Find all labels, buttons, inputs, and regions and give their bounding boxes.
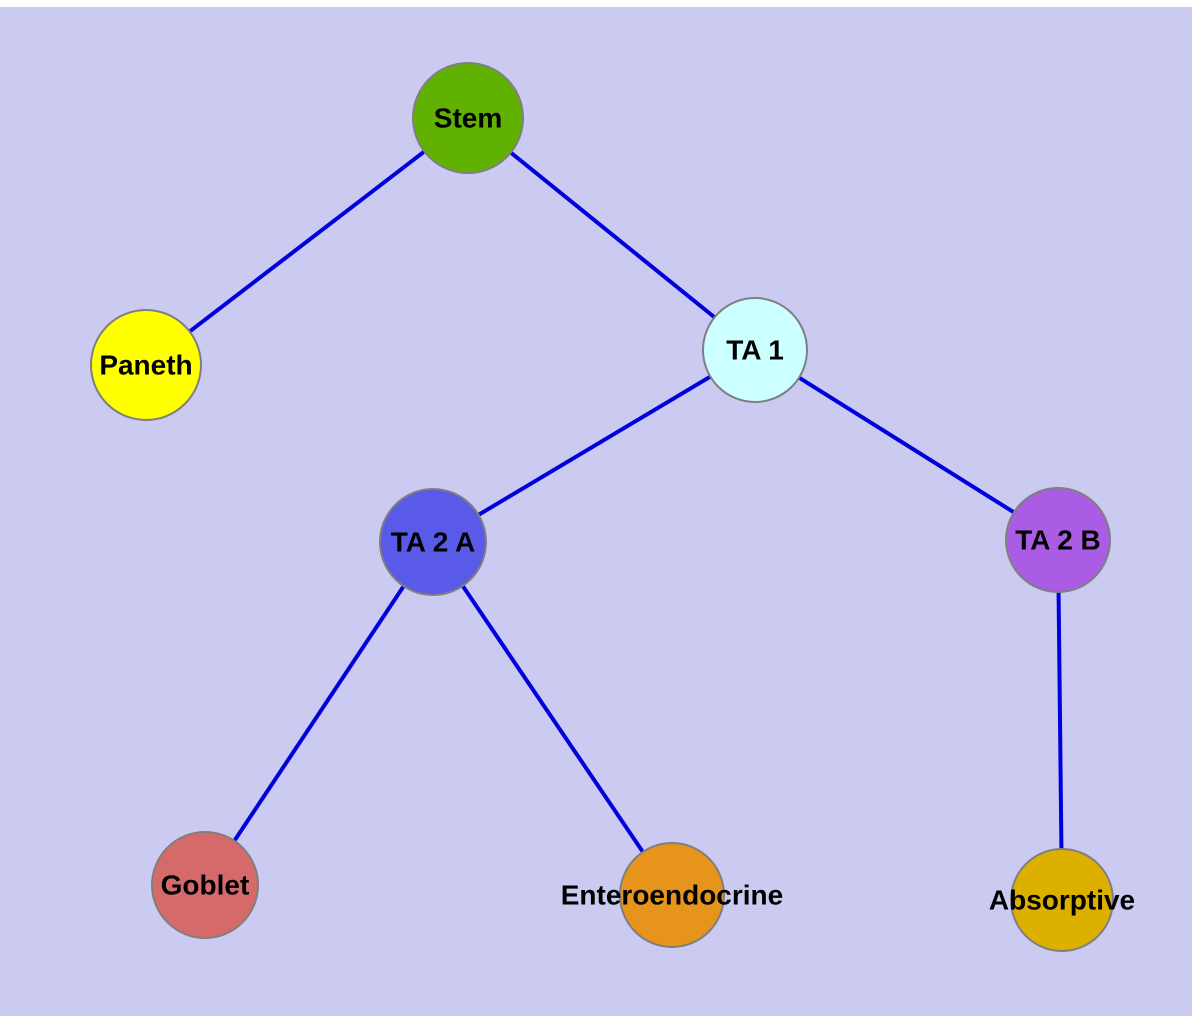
node-goblet-circle [151, 831, 259, 939]
node-absorptive: Absorptive [989, 848, 1135, 952]
node-ta1-label: TA 1 [726, 335, 784, 366]
node-ta1-circle [702, 297, 808, 403]
node-paneth-label: Paneth [99, 350, 192, 381]
node-ta2a-label: TA 2 A [391, 527, 476, 558]
node-goblet: Goblet [151, 831, 259, 939]
node-absorptive-circle [1010, 848, 1114, 952]
node-enteroendocrine-label: Enteroendocrine [561, 880, 783, 911]
edge-ta2a-goblet [203, 540, 435, 887]
node-paneth-circle [90, 309, 202, 421]
edge-ta2a-enteroendocrine [431, 540, 674, 897]
node-absorptive-label: Absorptive [989, 885, 1135, 916]
node-ta2a: TA 2 A [379, 488, 487, 596]
edge-stem-paneth [144, 116, 470, 367]
node-stem: Stem [412, 62, 524, 174]
node-stem-circle [412, 62, 524, 174]
edge-stem-ta1 [466, 116, 757, 352]
node-stem-label: Stem [434, 103, 502, 134]
node-ta2a-circle [379, 488, 487, 596]
edge-ta1-ta2a [431, 348, 757, 544]
edge-ta2b-absorptive [1056, 539, 1064, 901]
edge-ta1-ta2b [753, 348, 1060, 542]
node-ta2b-label: TA 2 B [1015, 525, 1101, 556]
node-paneth: Paneth [90, 309, 202, 421]
node-ta2b-circle [1005, 487, 1111, 593]
node-enteroendocrine-circle [619, 842, 725, 948]
node-goblet-label: Goblet [161, 870, 250, 901]
node-ta1: TA 1 [702, 297, 808, 403]
node-enteroendocrine: Enteroendocrine [561, 842, 783, 948]
node-ta2b: TA 2 B [1005, 487, 1111, 593]
